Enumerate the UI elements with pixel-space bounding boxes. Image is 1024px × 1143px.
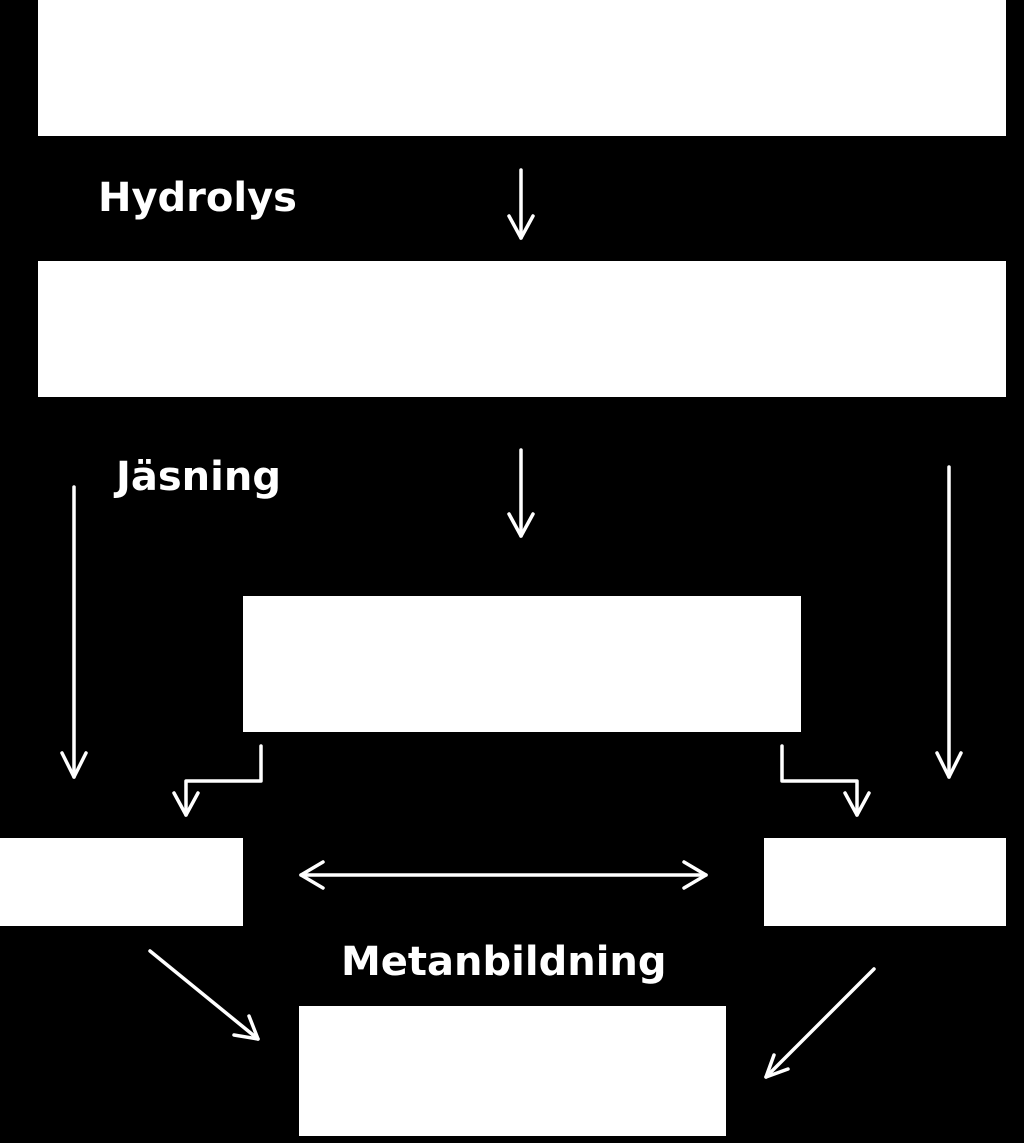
arrow-left-to-bottom: [148, 949, 260, 1041]
middle-box: [243, 596, 801, 732]
second-box: [38, 261, 1006, 397]
arrow-top-to-second: [507, 168, 535, 240]
arrow-right-long: [935, 465, 963, 779]
top-box: [38, 0, 1006, 136]
arrow-second-to-middle: [507, 448, 535, 538]
right-box: [764, 838, 1006, 926]
arrow-left-right-double: [299, 860, 708, 890]
arrow-left-long: [60, 485, 88, 779]
arrow-right-to-bottom: [764, 967, 876, 1079]
left-box: [0, 838, 243, 926]
bottom-box: [299, 1006, 726, 1136]
arrow-middle-to-right: [780, 744, 871, 817]
metanbildning-label: Metanbildning: [341, 939, 667, 985]
jasning-label: Jäsning: [116, 454, 281, 500]
arrow-middle-to-left: [172, 744, 263, 817]
hydrolys-label: Hydrolys: [98, 175, 297, 221]
